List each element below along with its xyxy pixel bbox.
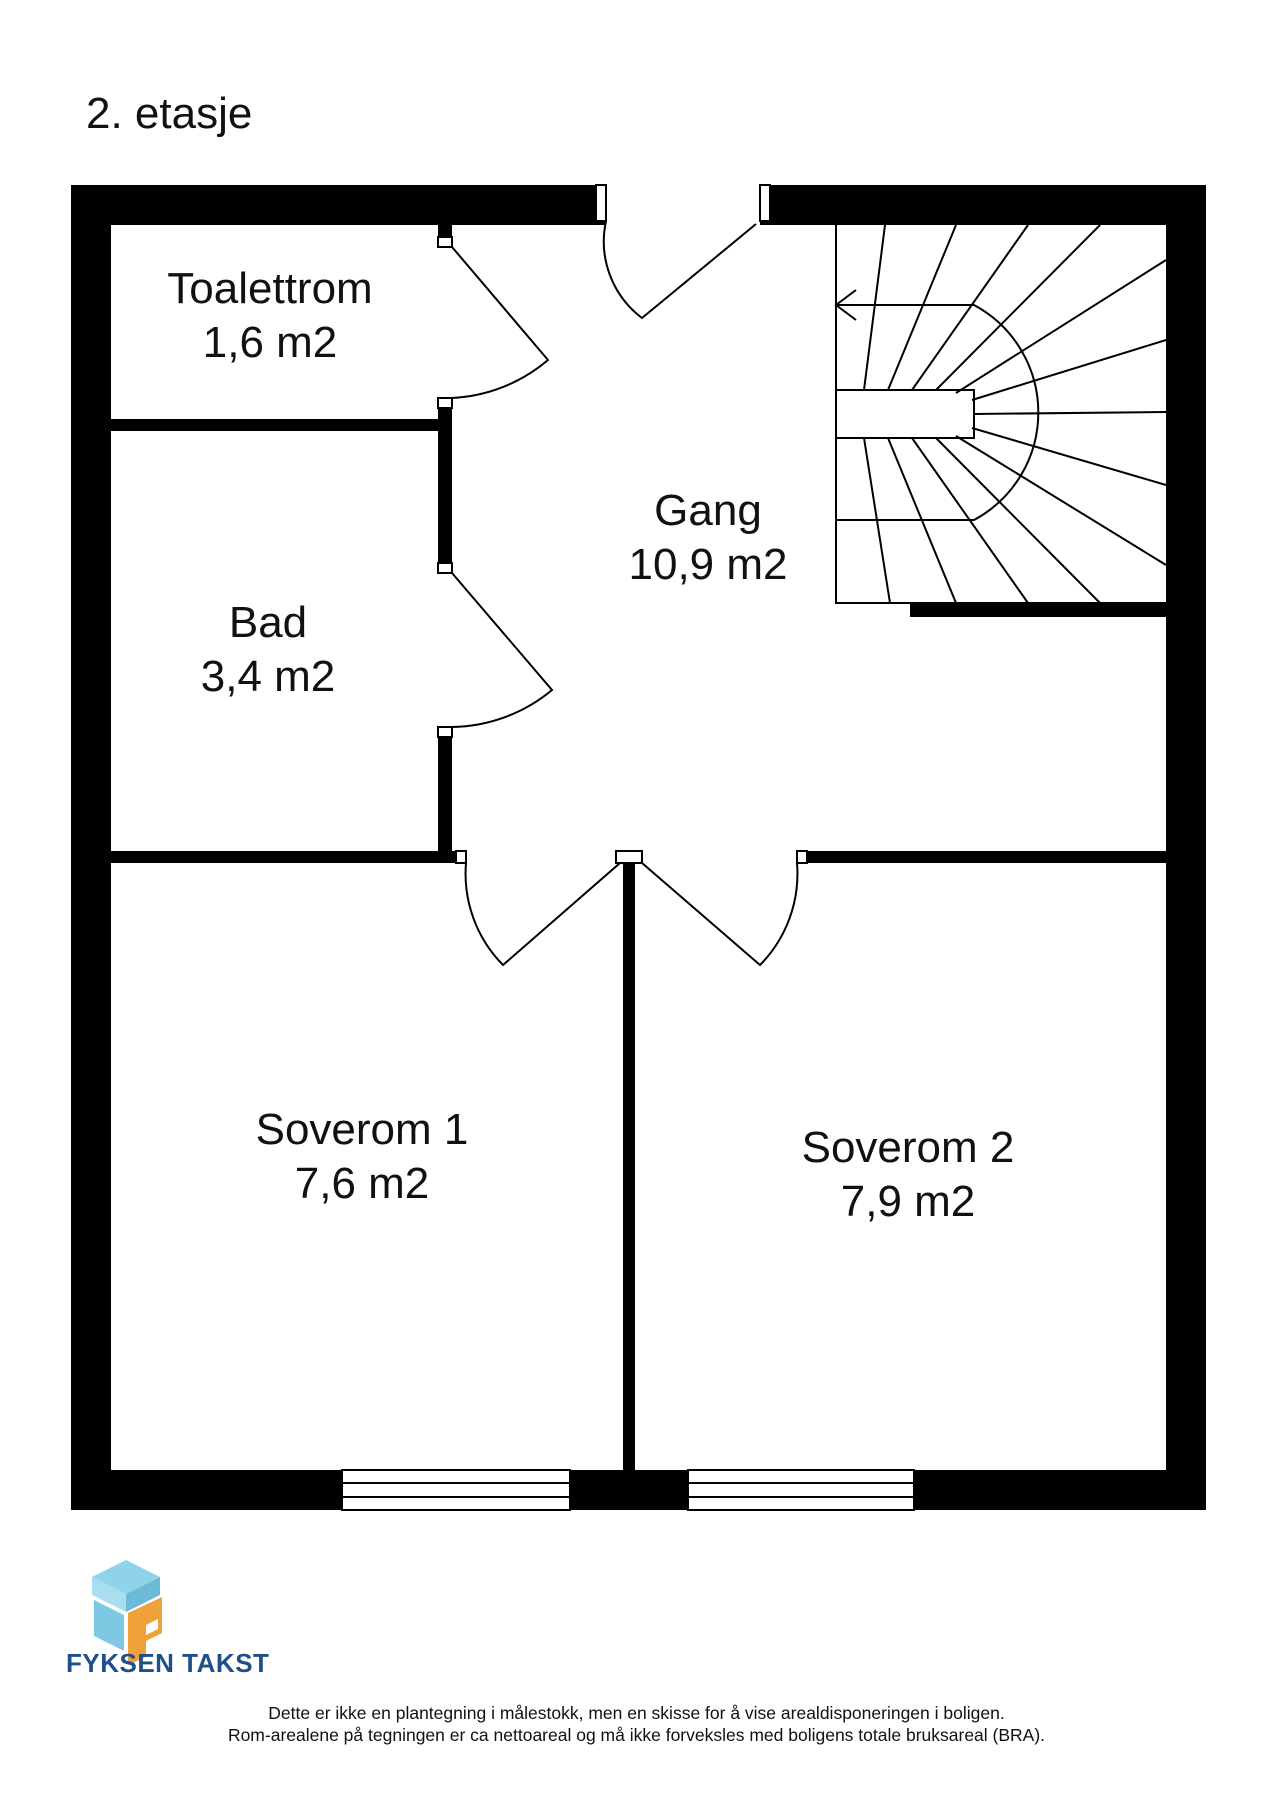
door-jambs xyxy=(437,184,808,864)
wall-top-right xyxy=(760,185,1206,225)
wall-right xyxy=(1166,185,1206,1510)
brand-name: FYKSEN TAKST xyxy=(66,1648,270,1678)
staircase xyxy=(834,224,1167,604)
room-label-gang: Gang 10,9 m2 xyxy=(629,484,788,592)
stair-arrow xyxy=(834,289,974,321)
wall-bottom-3 xyxy=(914,1470,1206,1510)
logo-mark-icon xyxy=(92,1560,162,1665)
room-name: Bad xyxy=(228,598,308,647)
wall-bedrooms-divider xyxy=(623,857,635,1470)
door-soverom-1 xyxy=(464,862,621,967)
room-name: Toalettrom xyxy=(167,264,373,313)
stair-treads xyxy=(835,224,1167,604)
room-name: Soverom 1 xyxy=(255,1105,469,1154)
door-toalettrom xyxy=(451,246,550,399)
fyksen-takst-logo xyxy=(92,1560,162,1665)
room-label-soverom-1: Soverom 1 7,6 m2 xyxy=(256,1103,469,1211)
wall-bad-right-lower xyxy=(438,727,452,857)
wall-toalett-bad xyxy=(111,419,444,431)
room-name: Gang xyxy=(654,486,762,535)
room-label-bad: Bad 3,4 m2 xyxy=(201,596,336,704)
interior-walls xyxy=(111,225,1166,1470)
wall-stair-bottom xyxy=(910,603,1166,617)
wall-bottom-1 xyxy=(71,1470,342,1510)
room-area: 1,6 m2 xyxy=(202,318,338,367)
disclaimer-line-1: Dette er ikke en plantegning i målestokk… xyxy=(268,1703,1005,1723)
door-swings xyxy=(451,220,799,967)
disclaimer-line-2: Rom-arealene på tegningen er ca nettoare… xyxy=(227,1725,1046,1745)
window-soverom-1 xyxy=(341,1469,571,1511)
door-bad xyxy=(451,572,554,728)
floor-title: 2. etasje xyxy=(86,89,253,138)
window-soverom-2 xyxy=(687,1469,915,1511)
wall-bottom-2 xyxy=(570,1470,688,1510)
door-soverom-2 xyxy=(641,862,799,967)
wall-soverom2-top xyxy=(797,851,1166,863)
wall-bad-bottom xyxy=(111,851,466,863)
wall-left xyxy=(71,185,111,1510)
room-area: 10,9 m2 xyxy=(628,540,788,589)
room-area: 7,9 m2 xyxy=(840,1177,976,1226)
room-label-soverom-2: Soverom 2 7,9 m2 xyxy=(802,1121,1015,1229)
exterior-walls xyxy=(71,185,1206,1510)
room-area: 7,6 m2 xyxy=(294,1159,430,1208)
room-name: Soverom 2 xyxy=(801,1123,1015,1172)
room-label-toalettrom: Toalettrom 1,6 m2 xyxy=(167,262,372,370)
room-area: 3,4 m2 xyxy=(200,652,336,701)
disclaimer: Dette er ikke en plantegning i målestokk… xyxy=(0,1702,1273,1746)
wall-top-left xyxy=(71,185,606,225)
door-entrance xyxy=(602,220,757,320)
wall-bad-right-upper xyxy=(438,398,452,573)
